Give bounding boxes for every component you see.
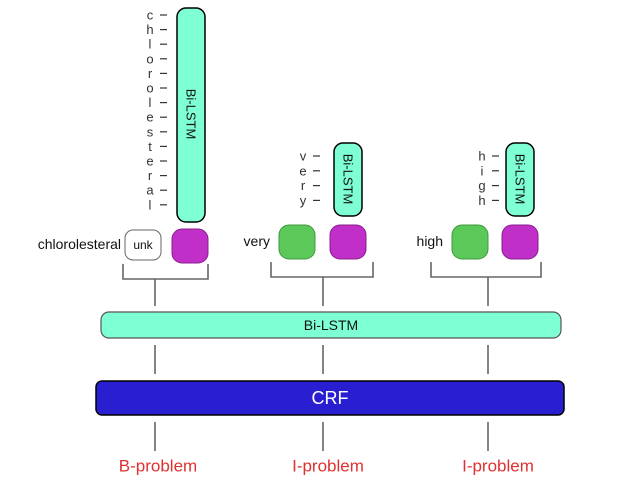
column-chlorolesteral: chlorolesteral Bi-LSTM chlorolesteral un… — [38, 7, 209, 476]
char-1-3: l — [149, 37, 152, 52]
char-3-2: i — [481, 163, 484, 178]
bracket-1 — [122, 264, 209, 280]
word-high: high — [417, 233, 443, 249]
char-1-5: r — [148, 66, 153, 81]
char-2-1: v — [300, 149, 307, 164]
unk-word-embedding-box — [124, 229, 162, 261]
output-label-1: B-problem — [119, 457, 197, 476]
char-column-3: high — [478, 149, 499, 208]
char-column-1: chlorolesteral — [146, 8, 167, 212]
column-high: high Bi-LSTM high I-problem — [417, 142, 542, 476]
char-bi-lstm-box-2 — [333, 142, 363, 217]
char-bi-lstm-box-1 — [176, 7, 206, 223]
char-bi-lstm-label-3: Bi-LSTM — [513, 154, 528, 205]
char-1-10: t — [148, 139, 152, 154]
char-1-1: c — [147, 8, 154, 23]
column-very: very Bi-LSTM very I-problem — [244, 142, 374, 476]
crf-box — [95, 380, 565, 416]
char-2-2: e — [299, 163, 306, 178]
bracket-3 — [430, 262, 542, 278]
char-1-11: e — [146, 154, 153, 169]
word-bi-lstm-box — [100, 311, 562, 339]
crf-label: CRF — [312, 388, 349, 408]
char-1-12: r — [148, 168, 153, 183]
unk-word-embedding-label: unk — [133, 238, 153, 252]
char-2-3: r — [301, 178, 306, 193]
char-2-4: y — [300, 193, 307, 208]
char-3-1: h — [478, 149, 485, 164]
char-3-4: h — [478, 193, 485, 208]
word-embedding-3 — [451, 224, 489, 260]
char-1-6: o — [146, 81, 153, 96]
char-1-13: a — [146, 183, 154, 198]
char-bi-lstm-box-3 — [505, 142, 535, 217]
char-1-14: l — [149, 197, 152, 212]
char-embedding-3 — [501, 224, 539, 260]
output-label-2: I-problem — [292, 457, 364, 476]
char-1-4: o — [146, 51, 153, 66]
word-bi-lstm-label: Bi-LSTM — [304, 317, 358, 333]
char-embedding-2 — [329, 224, 367, 260]
char-1-9: s — [147, 124, 154, 139]
output-label-3: I-problem — [462, 457, 534, 476]
word-embedding-2 — [278, 224, 316, 260]
char-1-2: h — [146, 22, 153, 37]
bracket-2 — [270, 262, 374, 278]
char-bi-lstm-label-2: Bi-LSTM — [341, 154, 356, 205]
word-chlorolesteral: chlorolesteral — [38, 236, 121, 252]
char-1-8: e — [146, 110, 153, 125]
char-3-3: g — [478, 178, 485, 193]
char-1-7: l — [149, 95, 152, 110]
char-bi-lstm-label-1: Bi-LSTM — [184, 89, 199, 140]
word-very: very — [244, 233, 270, 249]
char-column-2: very — [299, 149, 320, 208]
char-embedding-1 — [171, 228, 209, 264]
